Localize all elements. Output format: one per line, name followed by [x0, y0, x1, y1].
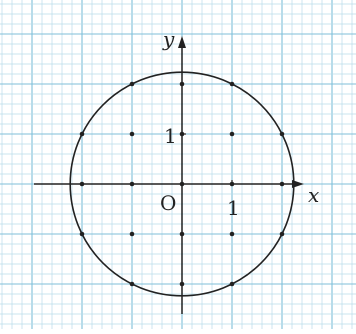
- lattice-point: [179, 131, 185, 137]
- y-axis-arrow-icon: [178, 36, 186, 48]
- lattice-point: [129, 181, 135, 187]
- lattice-point: [229, 181, 235, 187]
- lattice-point: [179, 81, 185, 87]
- y-unit-label: 1: [164, 124, 177, 148]
- lattice-point: [129, 231, 135, 237]
- lattice-point: [79, 181, 85, 187]
- lattice-point: [179, 181, 185, 187]
- lattice-point: [229, 131, 235, 137]
- lattice-point: [229, 281, 235, 287]
- lattice-point: [179, 231, 185, 237]
- lattice-point: [129, 81, 135, 87]
- lattice-point: [279, 181, 285, 187]
- lattice-point: [129, 131, 135, 137]
- x-axis-label: x: [308, 183, 319, 207]
- x-unit-label: 1: [227, 196, 240, 220]
- lattice-points: [79, 81, 285, 287]
- origin-label: O: [160, 191, 176, 215]
- lattice-point: [279, 131, 285, 137]
- lattice-point: [179, 281, 185, 287]
- y-axis-label: y: [162, 27, 175, 51]
- lattice-point: [79, 231, 85, 237]
- lattice-point: [79, 131, 85, 137]
- lattice-point: [229, 81, 235, 87]
- axes: [34, 36, 304, 314]
- lattice-point: [129, 281, 135, 287]
- circle-curve: [69, 71, 295, 297]
- x-axis-arrow-icon: [292, 180, 304, 188]
- lattice-point: [279, 231, 285, 237]
- lattice-point: [229, 231, 235, 237]
